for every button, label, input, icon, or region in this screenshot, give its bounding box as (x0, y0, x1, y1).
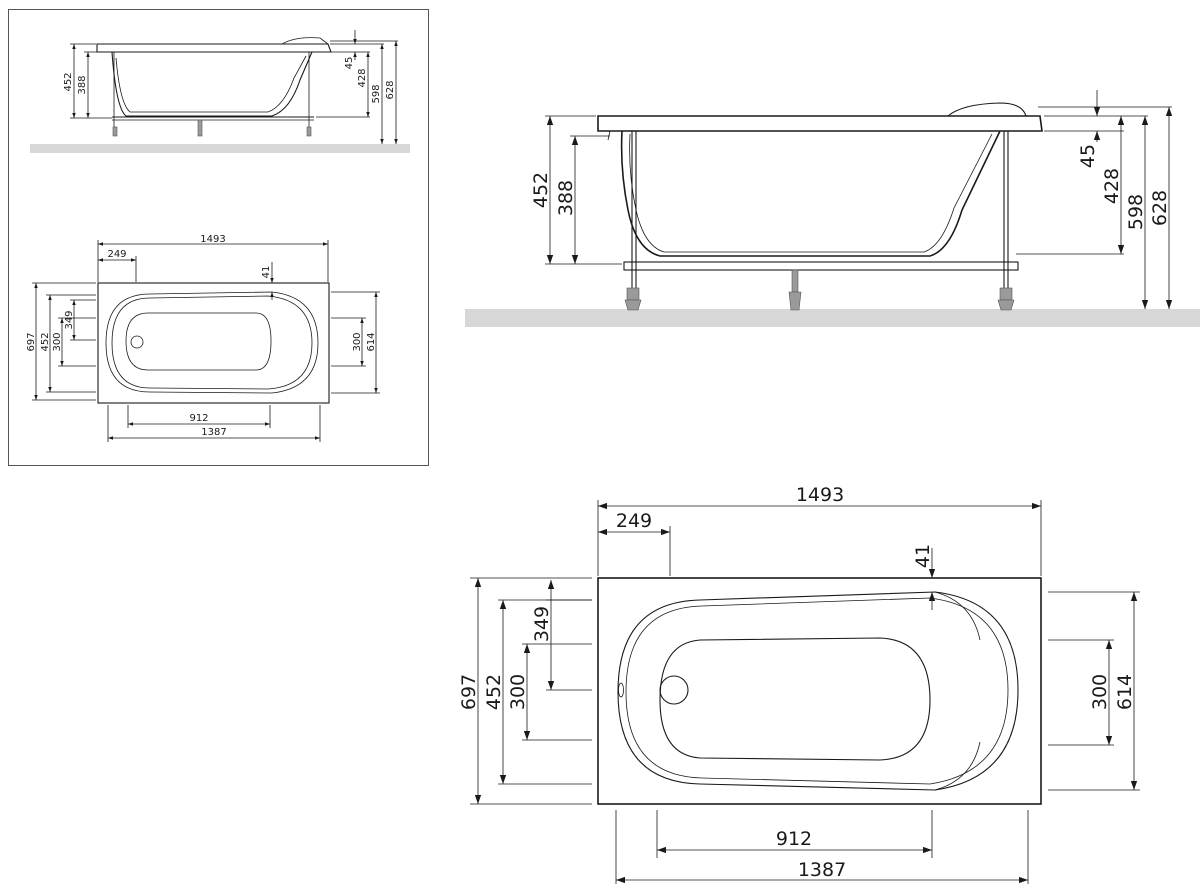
thumbnail-panel: 452 388 45 428 598 628 1493 249 41 (8, 9, 429, 466)
label-598: 598 (1125, 194, 1147, 230)
small-label-349: 349 (64, 310, 75, 329)
tub-outline (597, 577, 1042, 805)
small-leg (306, 126, 312, 137)
basin (620, 130, 1001, 257)
label-349: 349 (531, 606, 553, 642)
small-basin-floor (125, 312, 272, 371)
small-label-598: 598 (371, 84, 382, 103)
small-label-388: 388 (77, 75, 88, 94)
label-1387: 1387 (798, 859, 846, 881)
small-label-452b: 452 (40, 332, 51, 351)
floor (465, 309, 1200, 327)
label-614: 614 (1114, 674, 1136, 710)
small-leg (112, 126, 118, 137)
small-label-1493: 1493 (200, 234, 225, 245)
small-drain (130, 335, 144, 349)
frame-bar (623, 261, 1019, 271)
side-view: 452 388 45 428 598 628 (465, 90, 1200, 327)
overflow (618, 682, 624, 698)
top-view: 1493 249 41 697 452 300 349 300 614 (458, 484, 1140, 884)
label-45: 45 (1077, 144, 1099, 168)
label-249: 249 (616, 510, 652, 532)
small-floor (30, 144, 410, 153)
label-452: 452 (530, 172, 552, 208)
label-628: 628 (1149, 190, 1171, 226)
small-label-249: 249 (107, 249, 126, 260)
label-388: 388 (555, 180, 577, 216)
small-label-614: 614 (366, 332, 377, 351)
small-label-912: 912 (189, 413, 208, 424)
small-tub-outline (97, 282, 330, 404)
basin-inner (629, 133, 993, 253)
leg (791, 269, 799, 293)
label-452b: 452 (483, 674, 505, 710)
small-label-452: 452 (63, 72, 74, 91)
small-label-300: 300 (52, 332, 63, 351)
label-300: 300 (507, 674, 529, 710)
label-428: 428 (1101, 168, 1123, 204)
drain (659, 675, 689, 705)
label-41: 41 (912, 544, 934, 568)
small-label-697: 697 (26, 332, 37, 351)
label-912: 912 (776, 828, 812, 850)
small-top-view: 1493 249 41 697 452 300 349 (26, 234, 380, 442)
small-label-41: 41 (261, 266, 272, 279)
rim (597, 115, 1043, 132)
small-label-1387: 1387 (201, 427, 226, 438)
label-1493: 1493 (796, 484, 844, 506)
headrest (947, 102, 1027, 117)
small-headrest (281, 37, 329, 45)
label-697: 697 (458, 674, 480, 710)
label-300r: 300 (1089, 674, 1111, 710)
small-basin-inner (115, 55, 307, 113)
small-label-428: 428 (357, 68, 368, 87)
leg (999, 287, 1013, 301)
leg (626, 287, 640, 301)
thumbnail-frame (8, 9, 429, 466)
small-label-628: 628 (385, 80, 396, 99)
small-side-view: 452 388 45 428 598 628 (30, 30, 410, 153)
small-label-45: 45 (344, 57, 355, 70)
small-leg (197, 119, 203, 137)
small-label-300r: 300 (352, 332, 363, 351)
basin-floor (659, 637, 931, 761)
small-basin (111, 51, 313, 117)
rim-contour (617, 591, 1019, 791)
small-rim-inner (105, 291, 319, 394)
